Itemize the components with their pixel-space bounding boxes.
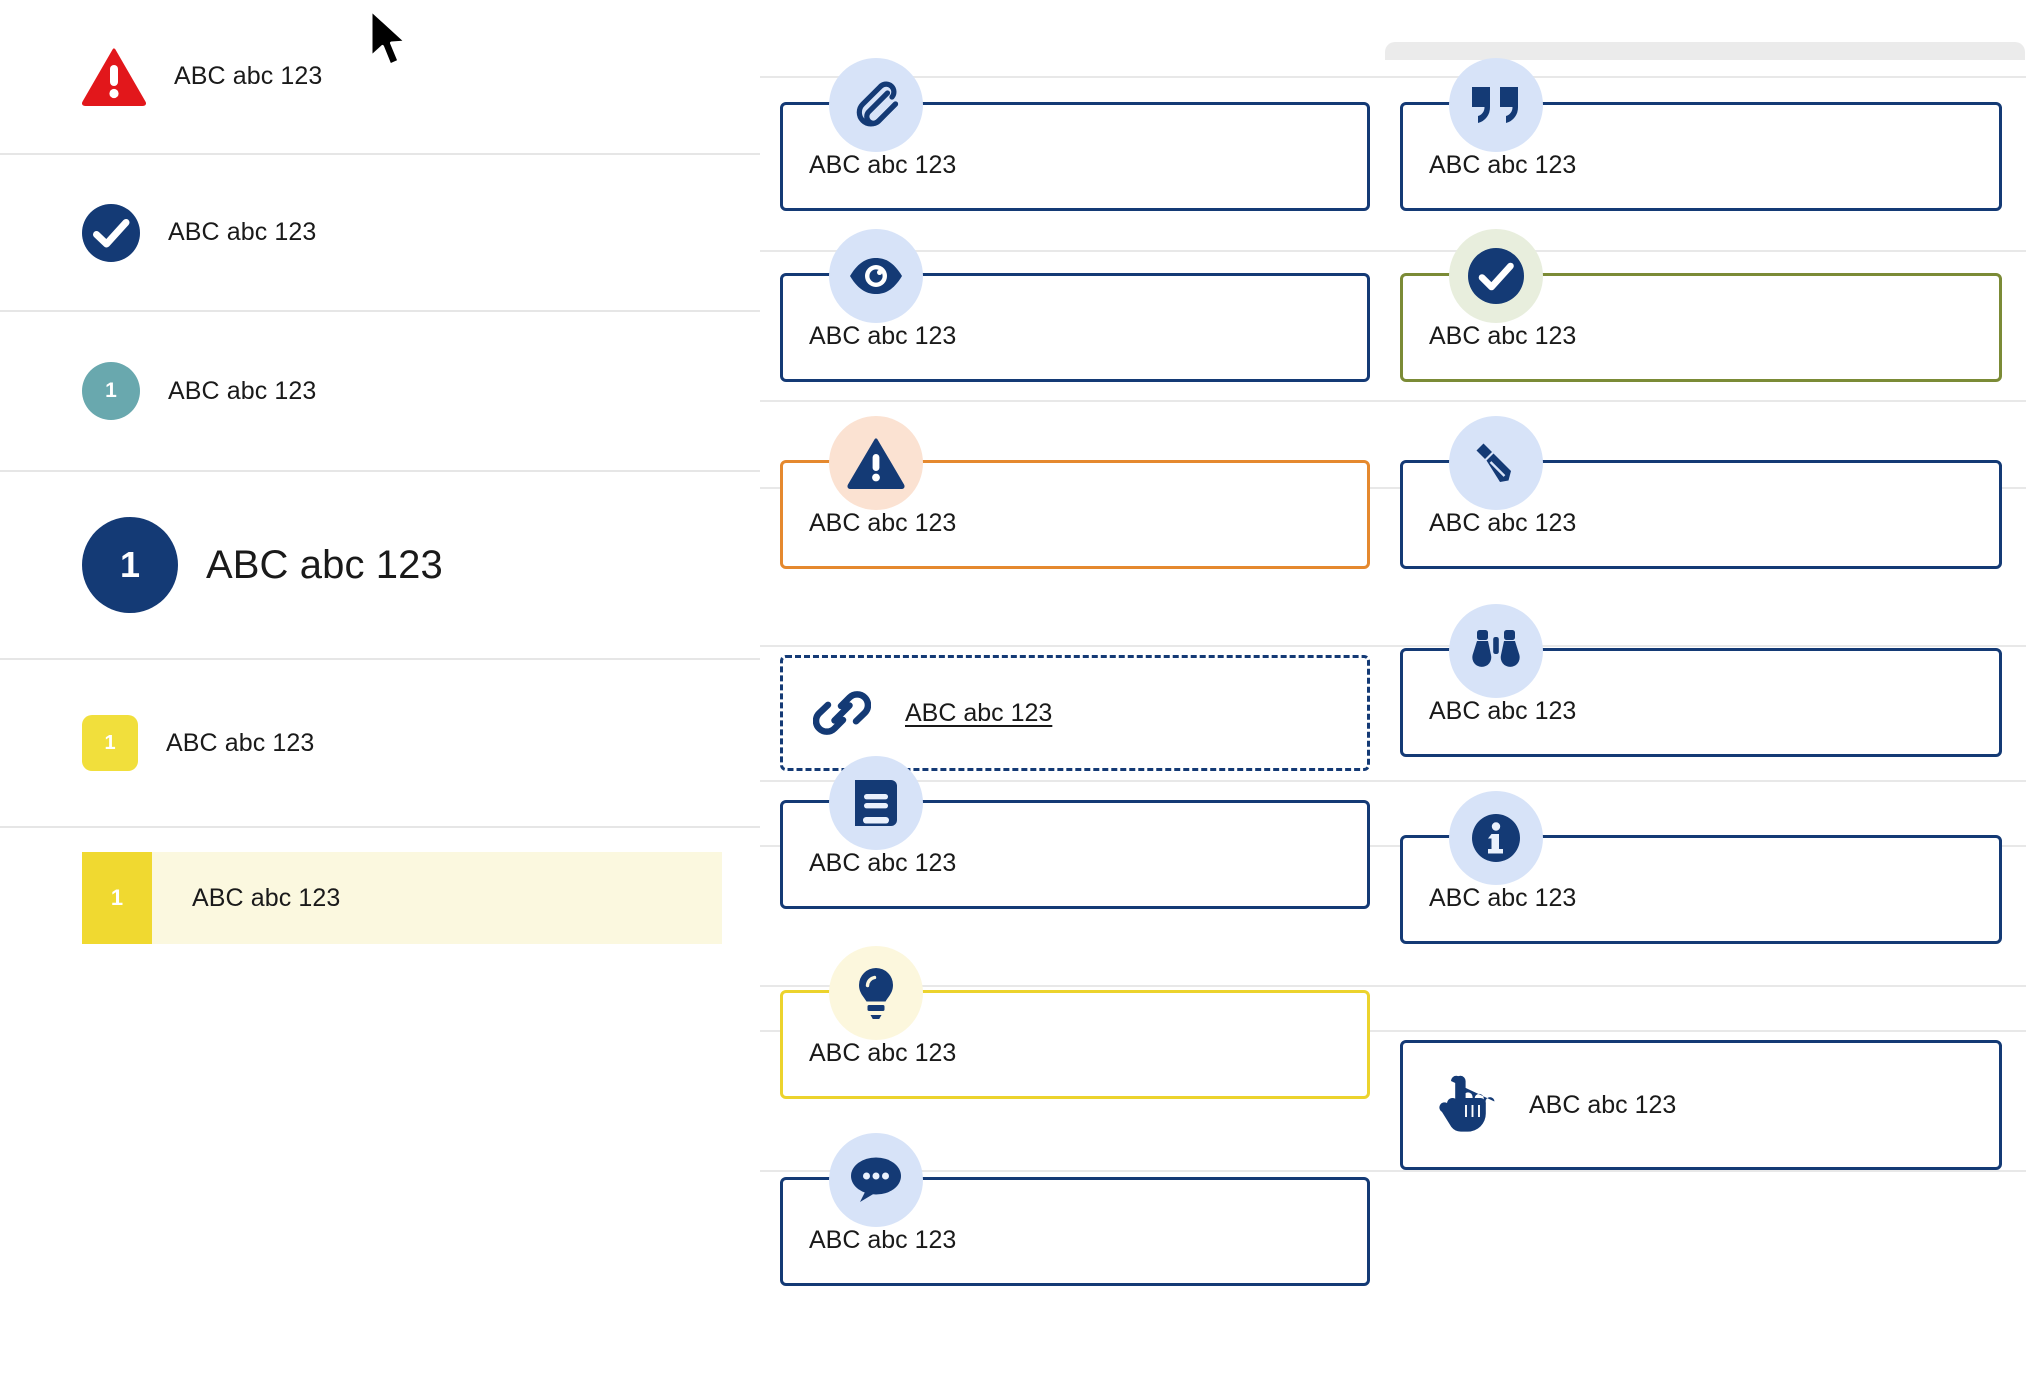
badge-number: 1: [105, 379, 117, 402]
check-circle-icon: [82, 203, 140, 262]
card-link[interactable]: ABC abc 123: [780, 655, 1370, 771]
info-circle-icon: [1449, 791, 1543, 885]
card-approved[interactable]: ABC abc 123: [1400, 229, 2002, 382]
hairline: [760, 1030, 2026, 1032]
card-label: ABC abc 123: [809, 849, 957, 877]
number-badge-icon: 1: [82, 362, 140, 420]
card-gallery: ABC abc 123 ABC abc 123: [760, 0, 2026, 1392]
list-item-label: ABC abc 123: [168, 218, 317, 246]
number-badge-icon: 1: [82, 852, 152, 944]
warning-triangle-icon: [829, 416, 923, 510]
card-label: ABC abc 123: [1429, 509, 1577, 537]
hairline: [760, 1170, 2026, 1172]
list-item-label: ABC abc 123: [206, 542, 443, 587]
lightbulb-icon: [829, 946, 923, 1040]
warning-triangle-icon: [82, 45, 146, 109]
card-label: ABC abc 123: [809, 151, 957, 179]
card-caution[interactable]: ABC abc 123: [780, 416, 1370, 569]
pointing-hand-icon: [1437, 1073, 1495, 1137]
chain-link-icon: [813, 684, 871, 742]
eye-icon: [829, 229, 923, 323]
hairline: [760, 400, 2026, 402]
card-info[interactable]: ABC abc 123: [1400, 791, 2002, 944]
quote-icon: [1449, 58, 1543, 152]
card-tip[interactable]: ABC abc 123: [780, 946, 1370, 1099]
card-quote[interactable]: ABC abc 123: [1400, 58, 2002, 211]
binoculars-icon: [1449, 604, 1543, 698]
hairline: [760, 780, 2026, 782]
book-icon: [829, 756, 923, 850]
badge-number: 1: [104, 731, 116, 754]
card-label: ABC abc 123: [1429, 697, 1577, 725]
card-visibility[interactable]: ABC abc 123: [780, 229, 1370, 382]
page-edge-artifact: [1385, 42, 2025, 60]
card-label: ABC abc 123: [809, 1039, 957, 1067]
hairline: [760, 845, 2026, 847]
list-item-big-step[interactable]: 1 ABC abc 123: [0, 472, 760, 660]
card-label: ABC abc 123: [1529, 1090, 1677, 1119]
check-circle-icon: [1449, 229, 1543, 323]
card-label: ABC abc 123: [809, 1226, 957, 1254]
card-edit[interactable]: ABC abc 123: [1400, 416, 2002, 569]
card-label: ABC abc 123: [1429, 151, 1577, 179]
list-item-success[interactable]: ABC abc 123: [0, 155, 760, 312]
hairline: [760, 250, 2026, 252]
selection-highlight: [82, 852, 722, 944]
card-observe[interactable]: ABC abc 123: [1400, 604, 2002, 757]
list-item-label: ABC abc 123: [192, 883, 341, 912]
card-action[interactable]: ABC abc 123: [1400, 1040, 2002, 1170]
number-badge-icon: 1: [82, 715, 138, 771]
list-item-warning[interactable]: ABC abc 123: [0, 0, 760, 155]
paperclip-icon: [829, 58, 923, 152]
card-label: ABC abc 123: [1429, 322, 1577, 350]
chat-bubble-icon: [829, 1133, 923, 1227]
card-link-label[interactable]: ABC abc 123: [905, 698, 1053, 727]
badge-number: 1: [119, 544, 141, 585]
left-list: ABC abc 123 ABC abc 123 1 ABC abc 123 1: [0, 0, 760, 1392]
card-attachment[interactable]: ABC abc 123: [780, 58, 1370, 211]
list-item-selected[interactable]: 1 ABC abc 123: [0, 828, 760, 968]
hairline: [760, 645, 2026, 647]
card-label: ABC abc 123: [809, 509, 957, 537]
number-badge-icon: 1: [82, 517, 178, 613]
list-item-label: ABC abc 123: [166, 728, 315, 757]
list-item-label: ABC abc 123: [174, 62, 323, 90]
card-label: ABC abc 123: [809, 322, 957, 350]
list-item-label: ABC abc 123: [168, 376, 317, 405]
pencil-icon: [1449, 416, 1543, 510]
hairline: [760, 76, 2026, 78]
hairline: [760, 985, 2026, 987]
card-reference[interactable]: ABC abc 123: [780, 756, 1370, 909]
list-item-teal-step[interactable]: 1 ABC abc 123: [0, 312, 760, 472]
hairline: [760, 487, 2026, 489]
badge-number: 1: [110, 885, 124, 910]
list-item-note-step[interactable]: 1 ABC abc 123: [0, 660, 760, 828]
card-label: ABC abc 123: [1429, 884, 1577, 912]
card-discussion[interactable]: ABC abc 123: [780, 1133, 1370, 1286]
